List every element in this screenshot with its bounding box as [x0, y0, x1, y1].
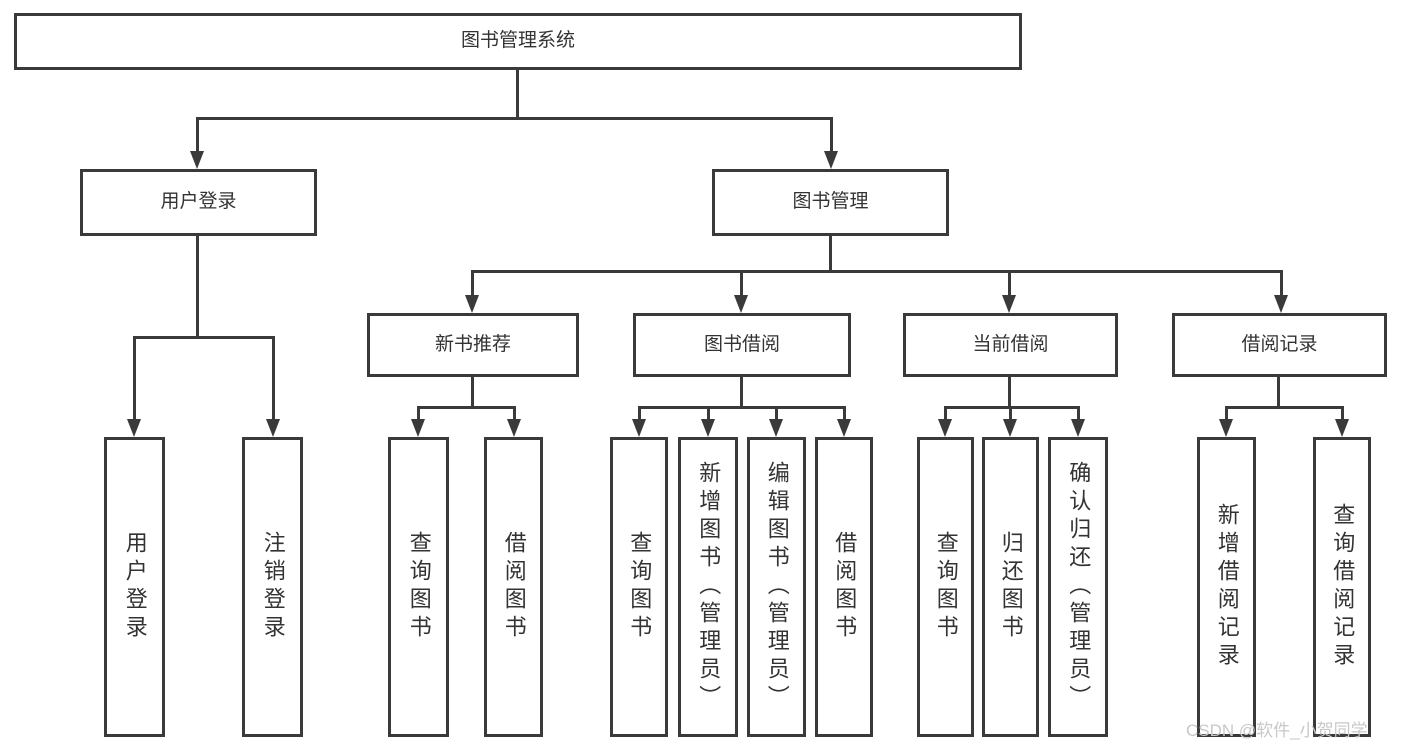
connector-arrow	[631, 406, 647, 437]
node-user-login: 用户登录	[80, 169, 317, 236]
connector-line	[1277, 377, 1280, 407]
connector-arrow	[1002, 406, 1018, 437]
node-book-borrowing: 图书借阅	[633, 313, 851, 377]
connector-line	[740, 377, 743, 407]
connector-line	[471, 377, 474, 407]
connector-arrow	[126, 336, 142, 437]
node-leaf-logout: 注销登录	[242, 437, 303, 737]
connector-arrow	[836, 406, 852, 437]
node-leaf-query-books: 查询图书	[917, 437, 974, 737]
connector-arrow	[265, 336, 281, 437]
node-leaf-borrow-books: 借阅图书	[815, 437, 873, 737]
node-leaf-borrow-books: 借阅图书	[484, 437, 543, 737]
connector-arrow	[1218, 406, 1234, 437]
connector-arrow	[768, 406, 784, 437]
connector-line	[196, 117, 833, 120]
connector-arrow	[464, 270, 480, 313]
connector-arrow	[700, 406, 716, 437]
connector-line	[471, 270, 1282, 273]
node-library-management-system: 图书管理系统	[14, 13, 1022, 70]
node-leaf-confirm-return-admin: 确认归还（管理员）	[1048, 437, 1108, 737]
node-leaf-query-books: 查询图书	[610, 437, 668, 737]
connector-arrow	[410, 406, 426, 437]
connector-line	[516, 69, 519, 117]
connector-arrow	[733, 270, 749, 313]
connector-line	[133, 336, 275, 339]
node-book-management: 图书管理	[712, 169, 949, 236]
node-leaf-add-books-admin: 新增图书（管理员）	[678, 437, 738, 737]
connector-line	[1008, 377, 1011, 407]
node-leaf-edit-books-admin: 编辑图书（管理员）	[747, 437, 806, 737]
connector-arrow	[1070, 406, 1086, 437]
connector-arrow	[937, 406, 953, 437]
csdn-watermark: CSDN @软件_小贺同学	[1186, 721, 1368, 740]
node-borrowing-records: 借阅记录	[1172, 313, 1387, 377]
connector-arrow	[1273, 270, 1289, 313]
connector-line	[638, 406, 845, 409]
node-leaf-return-books: 归还图书	[982, 437, 1039, 737]
connector-arrow	[1334, 406, 1350, 437]
node-leaf-add-borrowing-record: 新增借阅记录	[1197, 437, 1256, 737]
connector-arrow	[1001, 270, 1017, 313]
node-leaf-query-books: 查询图书	[388, 437, 449, 737]
connector-line	[196, 236, 199, 337]
node-leaf-query-borrowing-record: 查询借阅记录	[1313, 437, 1371, 737]
node-new-book-recommend: 新书推荐	[367, 313, 579, 377]
connector-arrow	[189, 117, 205, 169]
connector-line	[417, 406, 515, 409]
node-current-borrowing: 当前借阅	[903, 313, 1118, 377]
connector-line	[829, 236, 832, 271]
connector-arrow	[506, 406, 522, 437]
connector-line	[944, 406, 1079, 409]
connector-line	[1225, 406, 1343, 409]
node-leaf-user-login: 用户登录	[104, 437, 165, 737]
connector-arrow	[823, 117, 839, 169]
